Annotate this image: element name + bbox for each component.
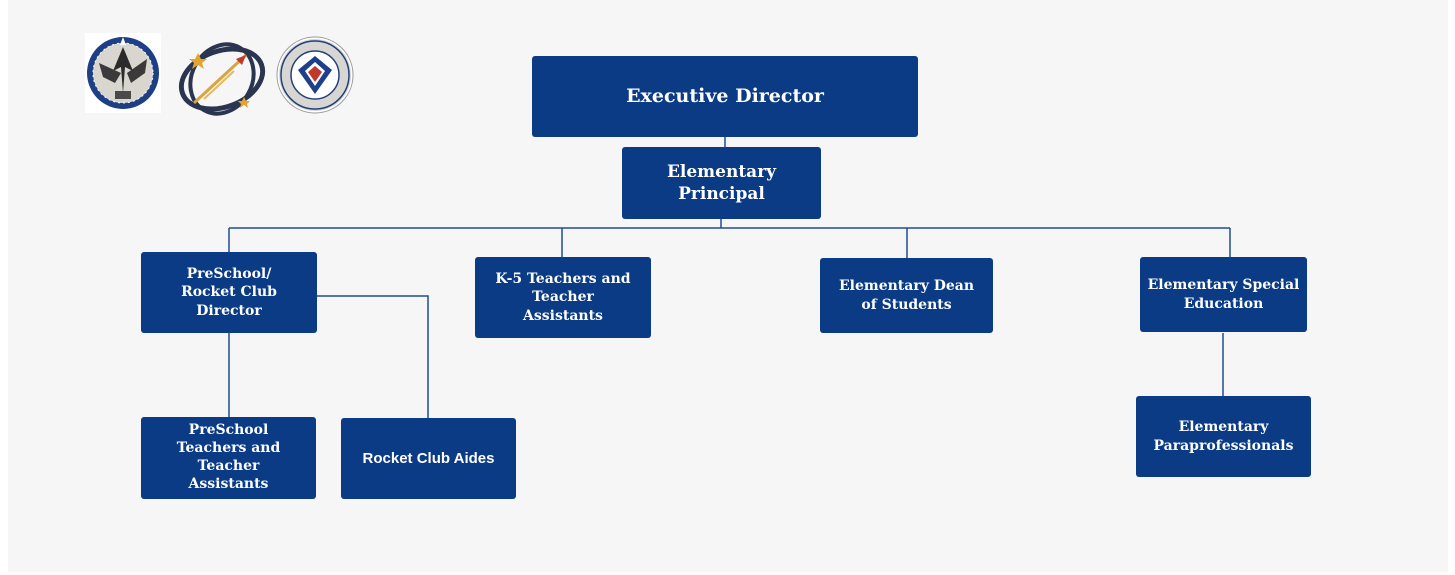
rocket-orbit-logo bbox=[178, 42, 266, 116]
connector-director-to-rocket-aides bbox=[316, 295, 429, 418]
paraprofessionals-box: Elementary Paraprofessionals bbox=[1136, 396, 1311, 477]
preschool-director-box: PreSchool/ Rocket Club Director bbox=[141, 252, 317, 333]
elementary-principal-box: Elementary Principal bbox=[622, 147, 821, 219]
eagle-seal-logo bbox=[85, 33, 161, 113]
civil-air-patrol-logo bbox=[276, 36, 354, 114]
executive-director-box: Executive Director bbox=[532, 56, 918, 137]
org-chart-canvas: Executive Director Elementary Principal … bbox=[8, 0, 1448, 572]
rocket-club-aides-box: Rocket Club Aides bbox=[341, 418, 516, 499]
preschool-teachers-box: PreSchool Teachers and Teacher Assistant… bbox=[141, 417, 316, 499]
org-chart-connectors bbox=[228, 137, 1231, 418]
special-education-box: Elementary Special Education bbox=[1140, 257, 1307, 332]
k5-teachers-box: K-5 Teachers and Teacher Assistants bbox=[475, 257, 651, 338]
dean-of-students-box: Elementary Dean of Students bbox=[820, 258, 993, 333]
